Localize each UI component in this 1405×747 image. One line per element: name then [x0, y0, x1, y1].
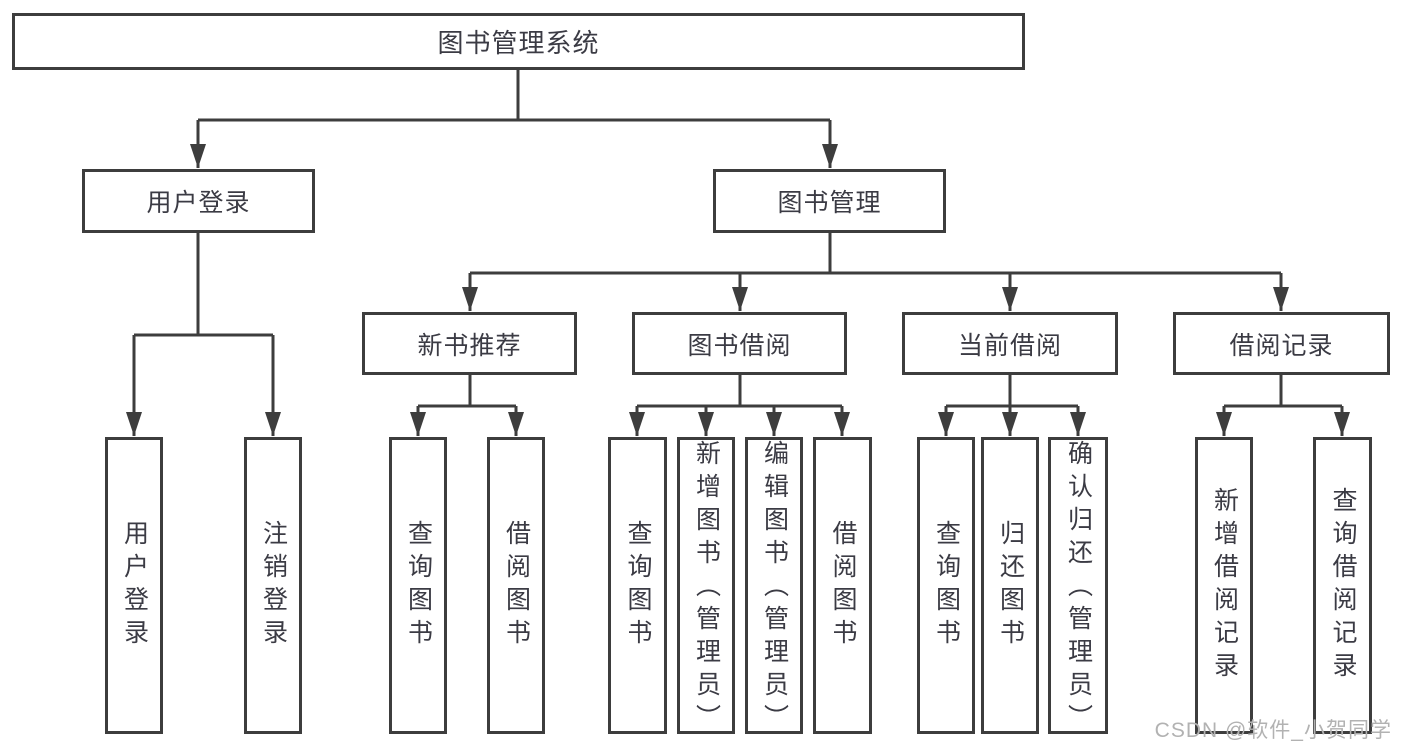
leaf-return-books: 归还图书: [981, 437, 1039, 734]
node-library-system: 图书管理系统: [12, 13, 1025, 70]
node-current-borrow: 当前借阅: [902, 312, 1118, 375]
node-borrow-records: 借阅记录: [1173, 312, 1390, 375]
csdn-watermark: CSDN @软件_小贺同学: [1154, 719, 1392, 742]
leaf-edit-books-admin: 编辑图书（管理员）: [745, 437, 803, 737]
leaf-user-login: 用户登录: [105, 437, 163, 734]
connector-user-login-children: [126, 233, 281, 436]
connector-new-recommend-children: [410, 375, 524, 436]
leaf-query-books-borrow: 查询图书: [608, 437, 667, 734]
leaf-confirm-return-admin: 确认归还（管理员）: [1048, 437, 1108, 737]
node-book-borrow: 图书借阅: [632, 312, 847, 375]
leaf-borrow-books: 借阅图书: [813, 437, 872, 734]
connector-book-mgmt-children: [462, 233, 1289, 311]
connector-book-borrow-children: [629, 375, 850, 436]
leaf-logout: 注销登录: [244, 437, 302, 734]
leaf-add-books-admin: 新增图书（管理员）: [677, 437, 735, 737]
leaf-add-borrow-record: 新增借阅记录: [1195, 437, 1253, 734]
connector-borrow-records-children: [1216, 375, 1350, 436]
leaf-query-borrow-record: 查询借阅记录: [1313, 437, 1372, 734]
leaf-query-books-current: 查询图书: [917, 437, 975, 734]
node-book-management: 图书管理: [713, 169, 946, 233]
leaf-query-books-recommend: 查询图书: [389, 437, 447, 734]
connector-root-to-level2: [190, 70, 838, 168]
connector-current-borrow-children: [938, 375, 1086, 436]
node-new-book-recommend: 新书推荐: [362, 312, 577, 375]
leaf-borrow-books-recommend: 借阅图书: [487, 437, 545, 734]
node-user-login: 用户登录: [82, 169, 315, 233]
